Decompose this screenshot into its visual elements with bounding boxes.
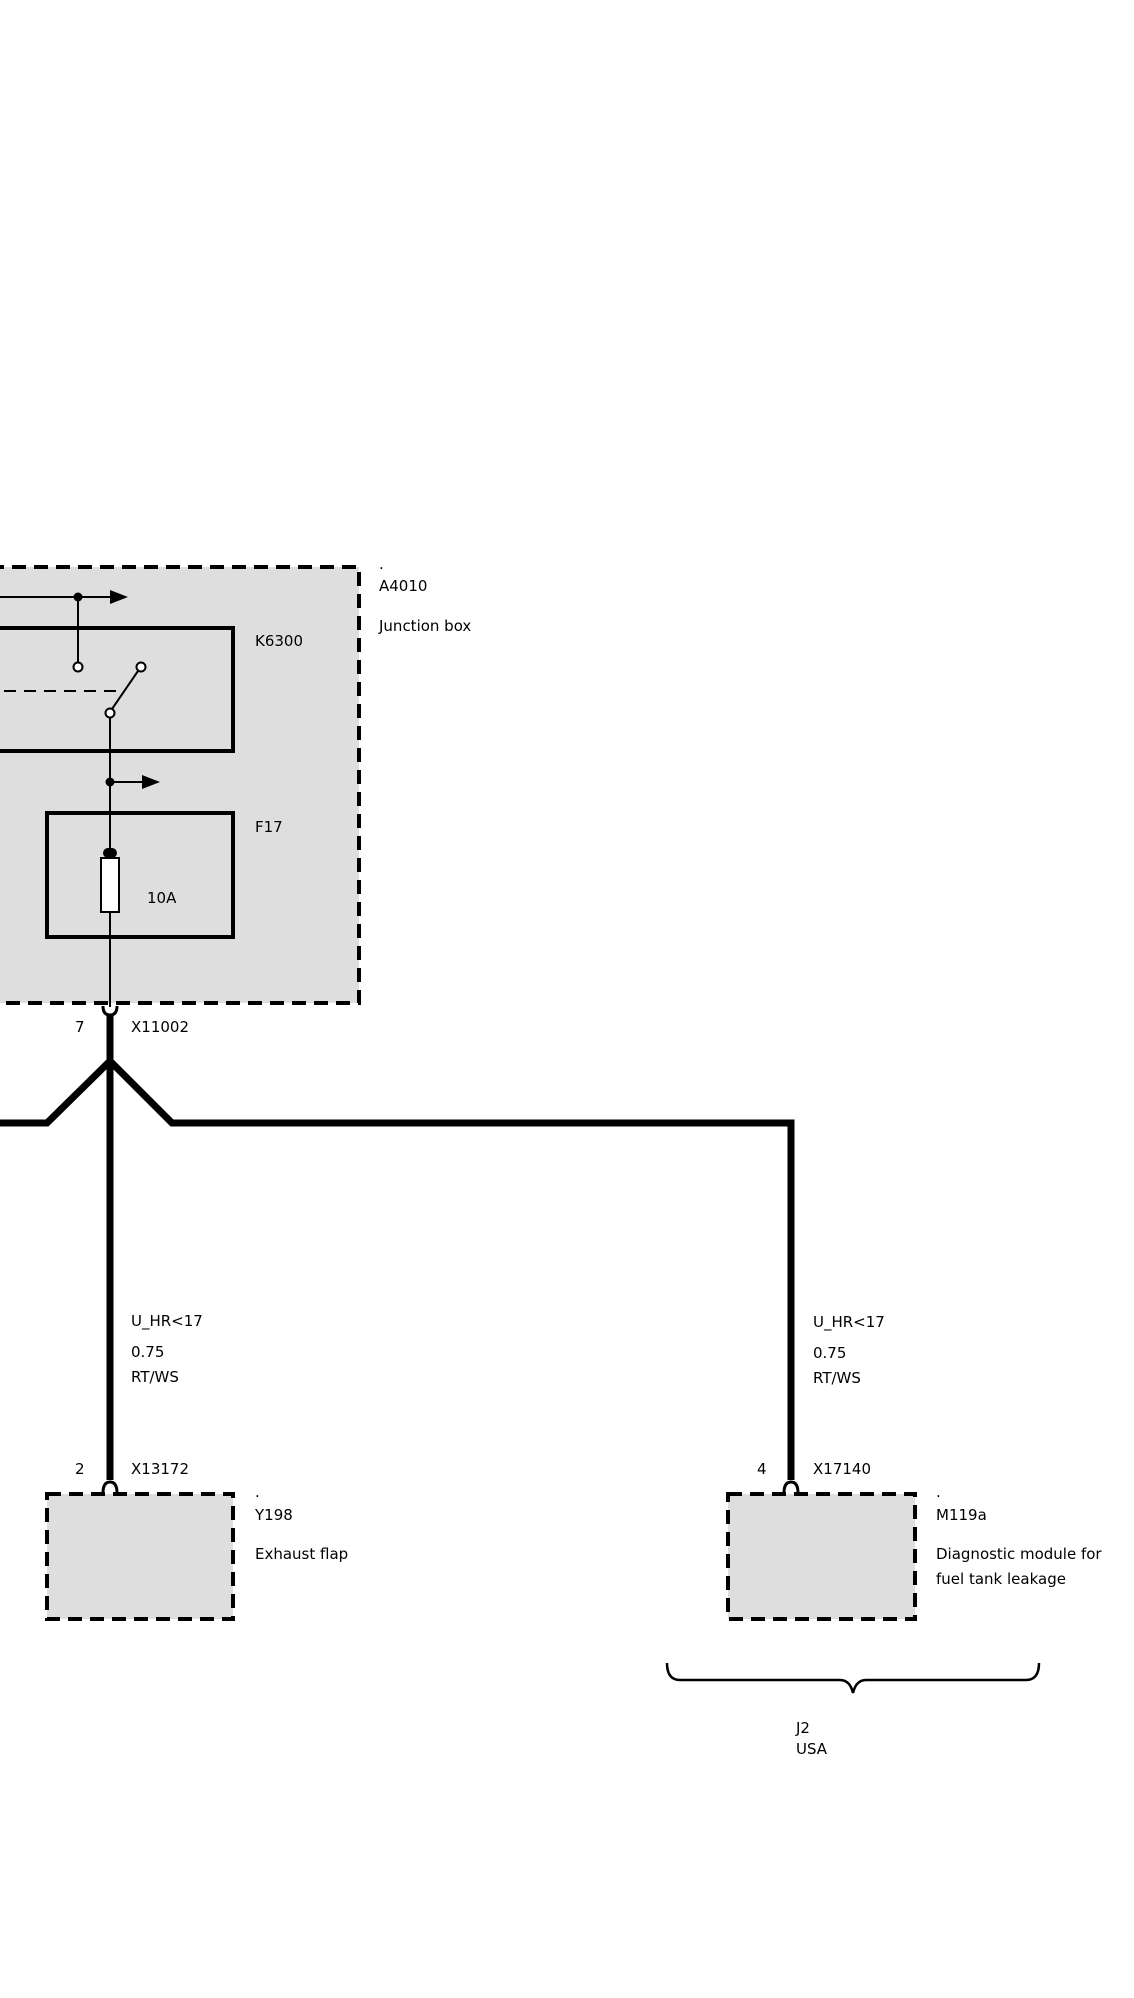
component-y198: 2 X13172 . Y198 Exhaust flap — [45, 1460, 348, 1621]
variant-code: J2 — [795, 1719, 810, 1737]
fuse-cap-icon — [103, 848, 117, 858]
exhaust-flap-name: Exhaust flap — [255, 1545, 348, 1563]
left-wire-gauge: 0.75 — [131, 1343, 164, 1361]
fuse-id: F17 — [255, 818, 283, 836]
wire-split-right — [107, 1058, 795, 1480]
diagnostic-module-dot: . — [936, 1483, 941, 1501]
component-m119a: 4 X17140 . M119a Diagnostic module for f… — [726, 1460, 1102, 1621]
junction-box-name: Junction box — [378, 617, 471, 635]
right-wire-color: RT/WS — [813, 1369, 861, 1387]
relay-contact-c — [104, 707, 116, 719]
right-wire-gauge: 0.75 — [813, 1344, 846, 1362]
wire-harness — [0, 1015, 795, 1480]
fuse-f17-box — [45, 811, 235, 939]
exhaust-flap-id: Y198 — [254, 1506, 293, 1524]
diagnostic-module-pin: 4 — [757, 1460, 767, 1478]
left-wire-color: RT/WS — [131, 1368, 179, 1386]
variant-brace: J2 USA — [665, 1662, 1041, 1758]
junction-box-dot: . — [379, 555, 384, 573]
relay-switch-arm — [111, 670, 139, 710]
exhaust-flap-connector: X13172 — [131, 1460, 189, 1478]
connector-hook-icon-y198 — [101, 1480, 119, 1494]
connector-id: X11002 — [131, 1018, 189, 1036]
arrow-right-icon — [110, 590, 128, 604]
junction-box-a4010: . A4010 Junction box K6300 F17 10A — [0, 555, 471, 1007]
right-wire-labels: U_HR<17 0.75 RT/WS — [813, 1313, 885, 1387]
diagnostic-module-connector: X17140 — [813, 1460, 871, 1478]
right-wire-signal: U_HR<17 — [813, 1313, 885, 1332]
fuse-icon — [100, 857, 120, 913]
connector-pin: 7 — [75, 1018, 85, 1036]
diagnostic-module-id: M119a — [936, 1506, 987, 1524]
connector-hook-icon — [101, 1005, 119, 1017]
left-wire-signal: U_HR<17 — [131, 1312, 203, 1331]
exhaust-flap-box — [45, 1492, 235, 1621]
variant-market: USA — [796, 1740, 828, 1758]
diagnostic-module-name-2: fuel tank leakage — [936, 1570, 1066, 1588]
arrow-right-icon-2 — [142, 775, 160, 789]
relay-contact-b — [135, 661, 147, 673]
exhaust-flap-pin: 2 — [75, 1460, 85, 1478]
relay-contact-a — [72, 661, 84, 673]
wire-split-left — [0, 1058, 113, 1127]
relay-id: K6300 — [255, 632, 303, 650]
connector-hook-icon-m119a — [782, 1480, 800, 1494]
diagnostic-module-box — [726, 1492, 917, 1621]
relay-k6300-box — [0, 626, 235, 753]
fuse-rating: 10A — [147, 889, 177, 907]
exhaust-flap-dot: . — [255, 1483, 260, 1501]
connector-x11002: 7 X11002 — [75, 1005, 189, 1036]
junction-box-id: A4010 — [379, 577, 427, 595]
diagnostic-module-name-1: Diagnostic module for — [936, 1545, 1102, 1563]
brace-icon — [665, 1662, 1041, 1694]
left-wire-labels: U_HR<17 0.75 RT/WS — [131, 1312, 203, 1386]
junction-box-outline — [0, 565, 361, 1005]
